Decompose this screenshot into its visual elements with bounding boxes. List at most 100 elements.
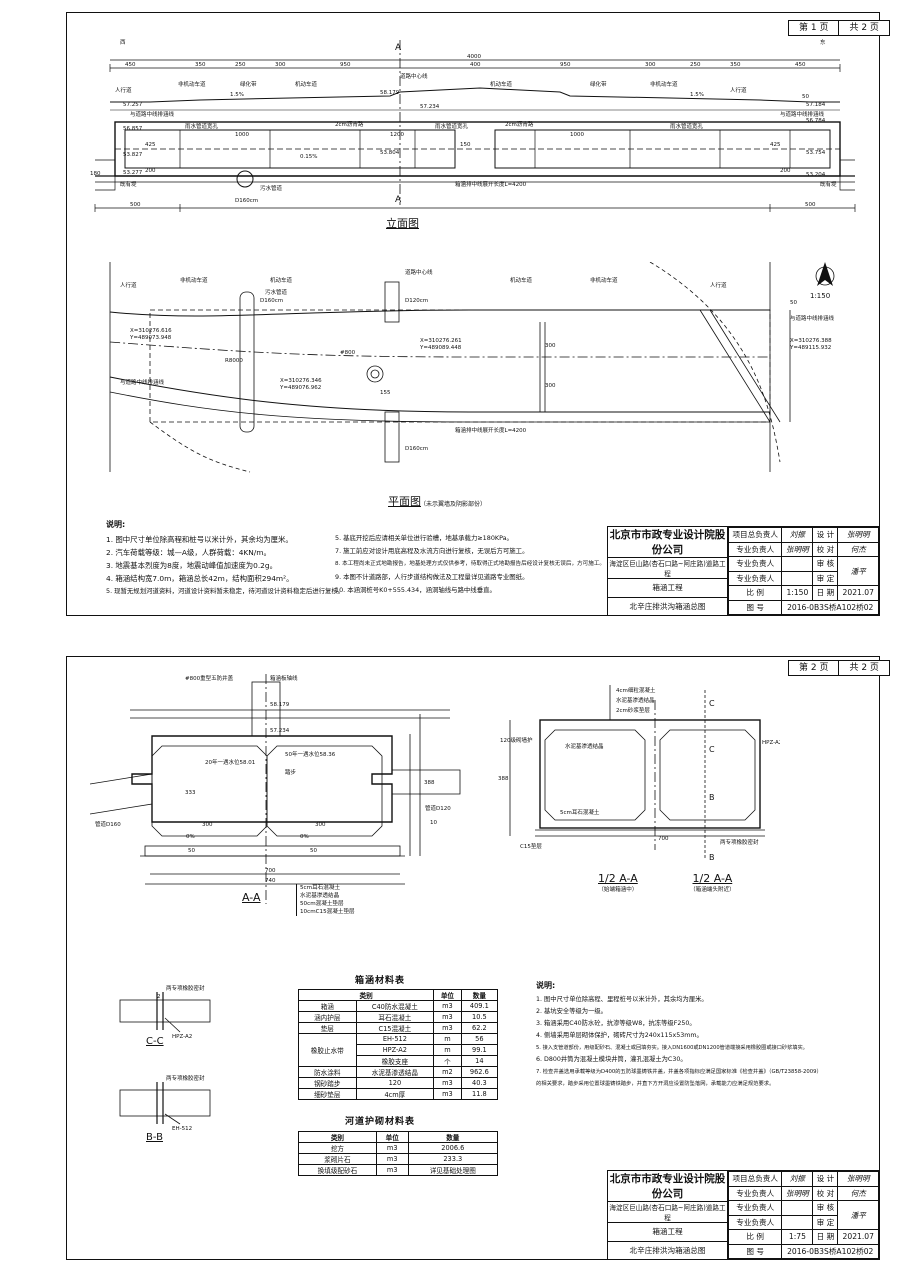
river-table-title: 河道护砌材料表	[345, 1117, 416, 1127]
aa-slope-left: 0%	[186, 834, 195, 840]
tb-subject: 箱涵工程	[608, 1223, 727, 1242]
label-d200-right: 200	[780, 168, 791, 174]
tb-cell: 2021.07	[837, 1229, 879, 1245]
note-item: 4. 侧墙采用单层砌体保护，砌砖尺寸为240x115x53mm。	[536, 1032, 703, 1039]
cell: 40.3	[460, 1077, 499, 1089]
elev-1: 57.257	[123, 102, 143, 108]
aa-layer: 10cmC15混凝土垫层	[300, 909, 355, 915]
tb-company: 北京市市政专业设计院股份公司	[608, 1173, 727, 1202]
half-mark-b-bottom: B	[709, 853, 715, 862]
plan-scale: 1:150	[810, 292, 830, 300]
half-c15: C15垫层	[520, 842, 542, 850]
aa-d740: 740	[265, 878, 276, 884]
elev-3: 57.234	[420, 104, 440, 110]
plan-motor-right: 机动车道	[510, 276, 533, 284]
plan-d50: 50	[790, 300, 797, 306]
mat-head: 类别	[297, 989, 435, 1001]
half-a-title: 1/2 A-A （始端箱涵中）	[598, 872, 638, 893]
label-motor-right: 机动车道	[490, 80, 513, 88]
note-item: 5. 基底开挖后应请相关单位进行验槽，地基承载力≥180KPa。	[335, 534, 513, 542]
detail-bb-drawing: 两专项橡胶密封 EH-512	[119, 1074, 211, 1132]
note-item: 3. 地震基本烈度为8度，地震动峰值加速度为0.2g。	[106, 561, 277, 570]
tb-signature: 张明明	[837, 527, 879, 543]
aa-layer: 50cm混凝土垫层	[300, 901, 344, 907]
tb-cell: 审 核	[812, 1200, 839, 1216]
aa-d300-left: 300	[202, 822, 213, 828]
label-river-bed-right: 既有堤	[820, 180, 837, 188]
cell: 10.5	[460, 1011, 499, 1023]
half-b-title-text: 1/2 A-A	[692, 872, 733, 885]
note-item: 5. 接入支管道部份，用级配砂石、混凝土或回填夯实。接入DN1600或DN120…	[536, 1045, 808, 1051]
note-item: 7. 施工前应对设计用底高程及水流方向进行复核，无误后方可施工。	[335, 547, 529, 555]
aa-d700: 700	[265, 868, 276, 874]
tb-signature: 刘振	[781, 1171, 814, 1187]
aa-d300-right: 300	[315, 822, 326, 828]
page-current: 第 1 页	[789, 21, 840, 35]
cell: m3	[375, 1142, 409, 1154]
half-layer-1: 4cm细粒混凝土	[616, 686, 656, 694]
plan-coord2: X=310276.346	[280, 378, 322, 384]
plan-drawing: 北 1:150 人行道 非机动车道 机动车道 道路中心线 机动车道 非机动车道 …	[109, 262, 835, 473]
cell: 浆砌片石	[298, 1153, 377, 1165]
label-road-edge-left: 与道路中线排涵线	[130, 110, 175, 118]
tb-cell: 专业负责人	[727, 1185, 783, 1201]
label-d500-right: 500	[805, 202, 816, 208]
page-total: 共 2 页	[849, 663, 879, 673]
sheet-2-frame	[66, 656, 880, 1260]
notes-title: 说明:	[536, 981, 556, 990]
cell: EH-512	[355, 1033, 435, 1045]
section-aa-title: A-A	[242, 891, 261, 904]
label-culvert-axis: 箱涵排中线展开长度L=4200	[455, 180, 527, 188]
half-mark-b: B	[709, 793, 715, 802]
tb-cell: 日 期	[812, 585, 839, 601]
label-fill-left: 2cm沥青路	[335, 120, 364, 128]
page-current: 第 2 页	[789, 661, 840, 675]
elev-9: 56.784	[806, 118, 826, 124]
aa-d50-a: 50	[188, 848, 195, 854]
cell: 换填级配砂石	[298, 1164, 377, 1176]
note-item: 6. D800井筒为混凝土模块井筒，灌孔混凝土为C30。	[536, 1056, 687, 1063]
note-item: 3. 箱涵采用C40防水砼，抗渗等级W8，抗冻等级F250。	[536, 1020, 696, 1027]
dim-10: 350	[730, 62, 741, 68]
label-sidewalk-right: 人行道	[730, 86, 747, 94]
tb-cell: 校 对	[812, 541, 839, 557]
sheet-1-page-number: 第 1 页 共 2 页	[788, 20, 890, 36]
label-fill-right: 2cm沥青路	[505, 120, 534, 128]
half-waterproof: 水泥基渗透结晶	[565, 742, 604, 750]
aa-slope-right: 0%	[300, 834, 309, 840]
half-wall-prot: 120级砌墙护	[500, 736, 533, 744]
plan-d300-b: 300	[545, 383, 556, 389]
direction-east: 东	[820, 38, 826, 46]
plan-note: （未示翼墙及阴影部份）	[420, 501, 487, 508]
dim-total: 4000	[467, 54, 481, 60]
river-head: 数量	[407, 1131, 499, 1143]
tb-cell: 专业负责人	[727, 570, 783, 586]
cell: m	[433, 1044, 462, 1056]
cell: 56	[460, 1033, 499, 1045]
section-aa-drawing: #800重型五防井盖 箱涵板轴线 58.179 57.234 20年一遇水位58…	[90, 674, 461, 904]
cell: m2	[433, 1066, 462, 1078]
sheet-1-title-block: 北京市市政专业设计院股份公司 海淀区巨山路(杏石口路~阿庄路)道路工程 箱涵工程…	[607, 526, 880, 616]
section-mark-bottom: A	[395, 195, 402, 205]
label-d500-left: 500	[130, 202, 141, 208]
label-box-right: 雨水管道宽孔	[670, 122, 704, 130]
tb-signature: 张明明	[781, 1185, 814, 1201]
mat-head: 数量	[460, 989, 499, 1001]
river-head: 单位	[375, 1131, 409, 1143]
tb-cell: 1:150	[781, 585, 814, 601]
half-stop: HPZ-A2	[762, 740, 780, 746]
dim-4: 300	[275, 62, 286, 68]
half-section-drawing: C C B B 4cm细粒混凝土 水泥基渗透结晶 2cm砂浆垫层 120级砌墙护…	[498, 685, 780, 862]
cell: 4cm厚	[355, 1088, 435, 1100]
tb-cell: 图 号	[727, 599, 783, 615]
tb-cell: 审 核	[812, 556, 839, 572]
label-center: 道路中心线	[400, 72, 428, 80]
note-item: 2. 基坑安全等级为一级。	[536, 1008, 607, 1015]
plan-coord2b: Y=489076.962	[279, 385, 321, 391]
tb-cell: 审 定	[812, 570, 839, 586]
aa-layer: 5cm耳石混凝土	[300, 885, 341, 891]
